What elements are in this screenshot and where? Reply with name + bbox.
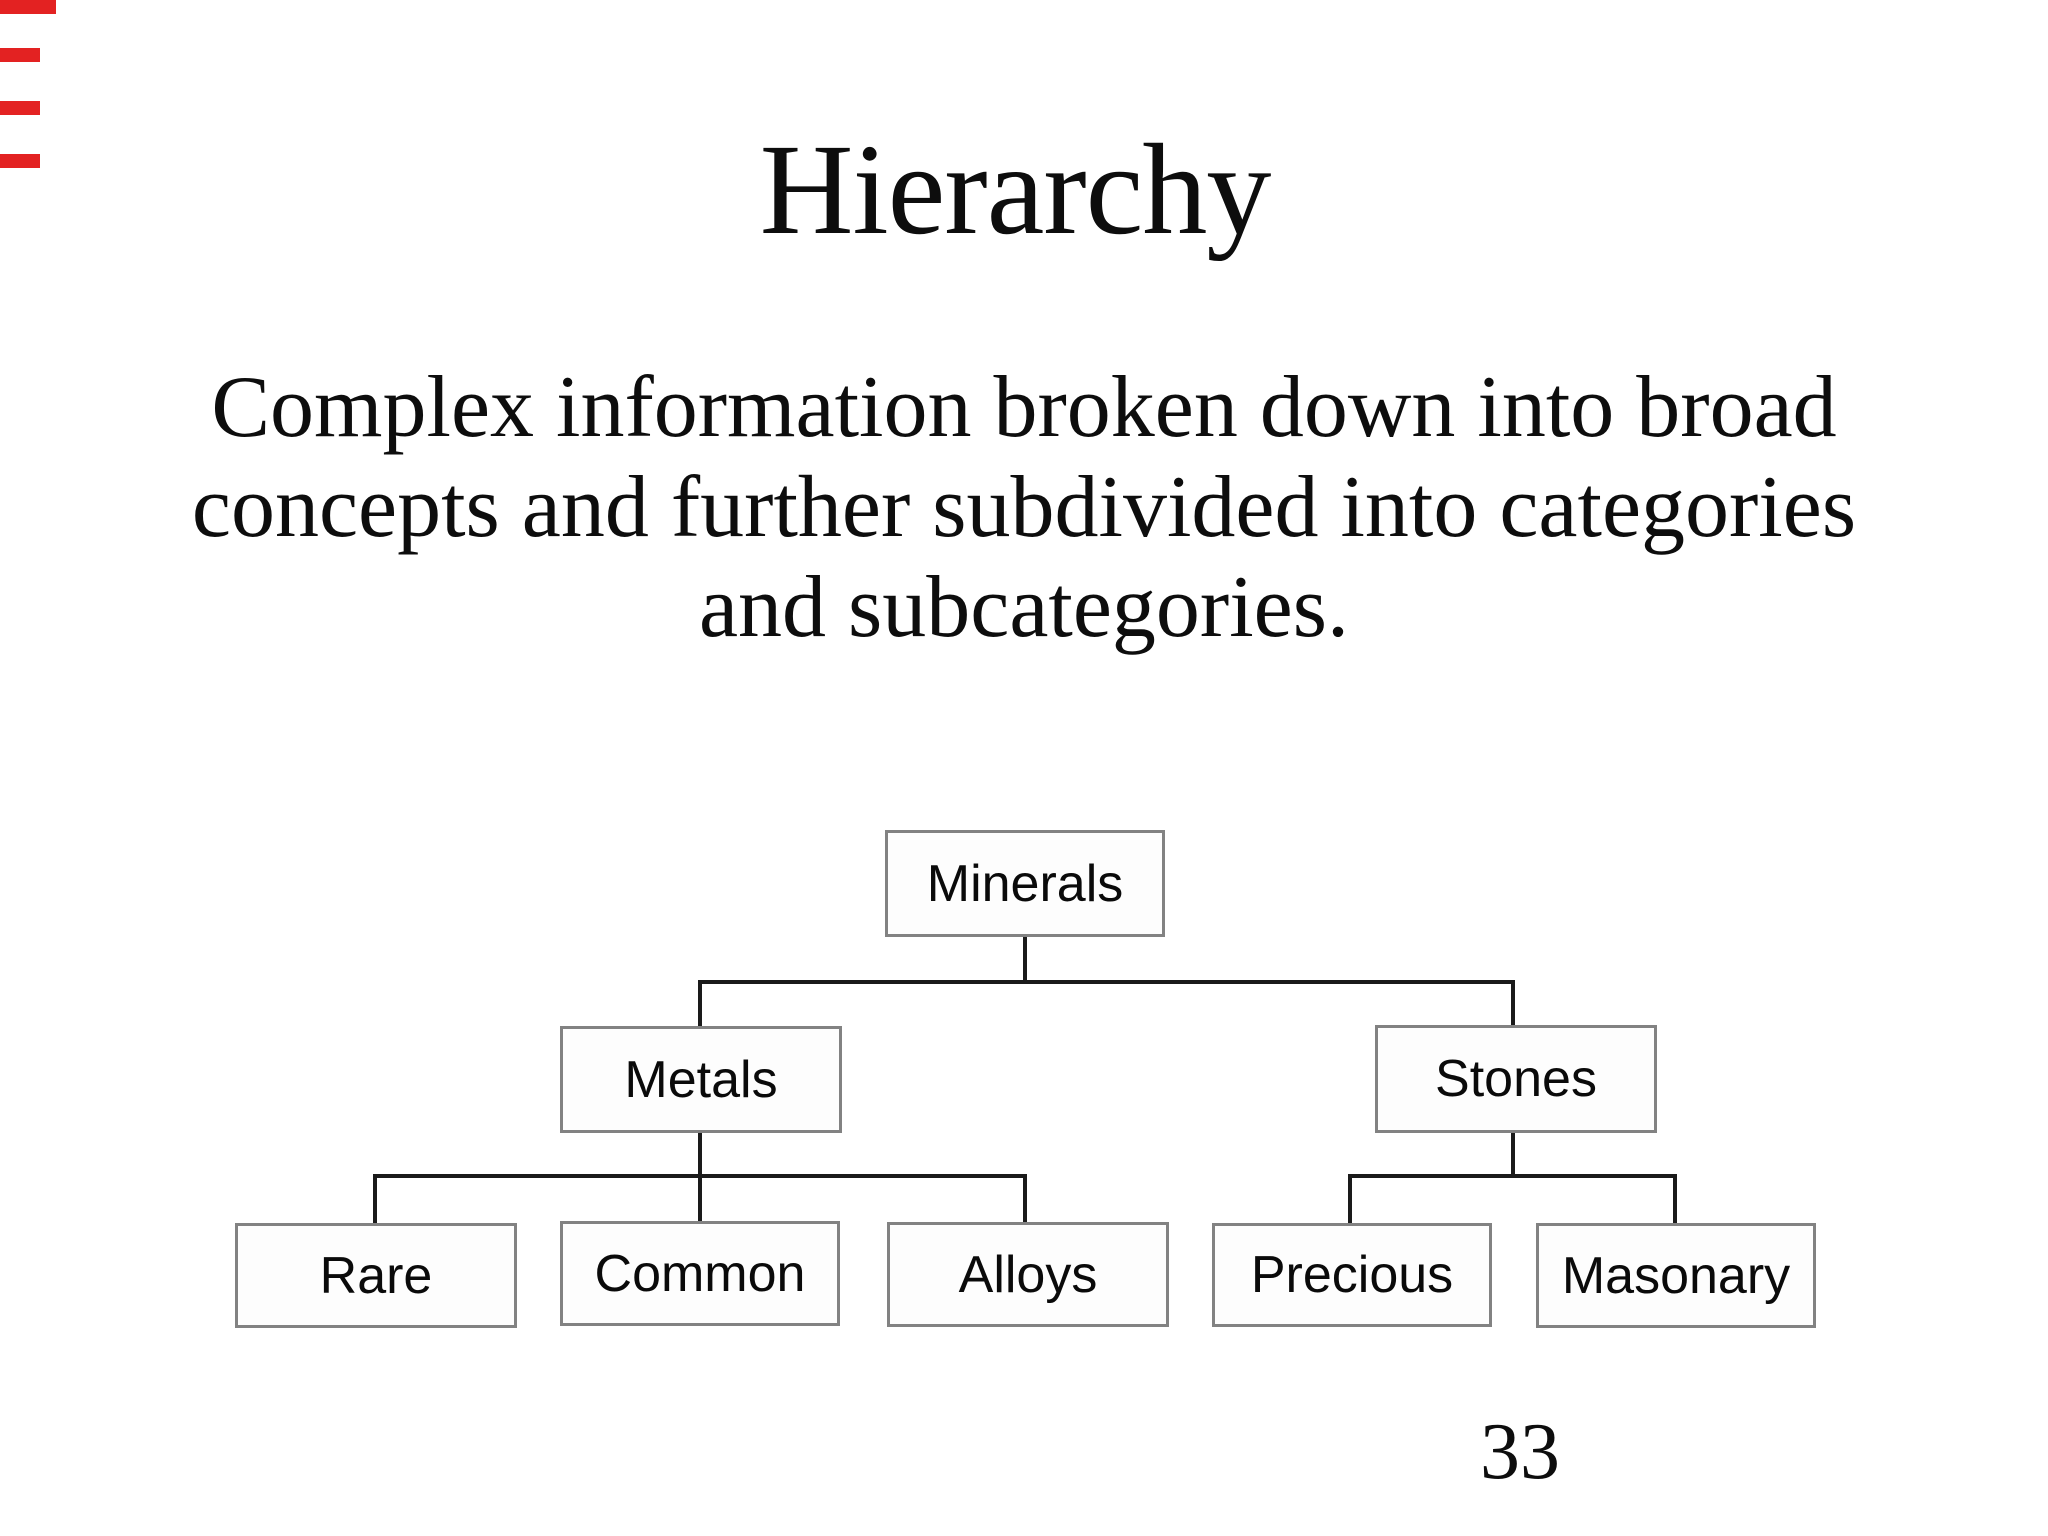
red-edge-artifact bbox=[0, 101, 40, 115]
connector-stones-horizontal bbox=[1348, 1174, 1677, 1178]
tree-node-common: Common bbox=[560, 1221, 840, 1326]
body-line: and subcategories. bbox=[699, 559, 1349, 656]
tree-node-label: Masonary bbox=[1561, 1246, 1791, 1305]
red-edge-artifact bbox=[0, 154, 40, 168]
connector-precious-up bbox=[1348, 1178, 1352, 1223]
connector-metals-down bbox=[698, 1133, 702, 1223]
tree-node-alloys: Alloys bbox=[887, 1222, 1169, 1327]
tree-node-label: Minerals bbox=[926, 854, 1124, 913]
tree-node-label: Common bbox=[594, 1244, 806, 1303]
connector-metals-up bbox=[698, 984, 702, 1026]
connector-top-horizontal bbox=[698, 980, 1515, 984]
connector-stones-down bbox=[1511, 1133, 1515, 1178]
tree-node-label: Metals bbox=[624, 1050, 778, 1109]
body-line: Complex information broken down into bro… bbox=[211, 359, 1837, 456]
tree-node-masonary: Masonary bbox=[1536, 1223, 1816, 1328]
red-edge-artifact bbox=[0, 0, 56, 14]
connector-metals-horizontal bbox=[373, 1174, 1027, 1178]
tree-node-minerals: Minerals bbox=[885, 830, 1165, 937]
tree-node-label: Precious bbox=[1250, 1246, 1454, 1304]
page-number: 33 bbox=[1480, 1408, 1560, 1496]
tree-node-rare: Rare bbox=[235, 1223, 517, 1328]
tree-node-metals: Metals bbox=[560, 1026, 842, 1133]
tree-node-label: Rare bbox=[319, 1246, 433, 1305]
body-line: concepts and further subdivided into cat… bbox=[191, 459, 1857, 556]
tree-node-label: Stones bbox=[1435, 1050, 1597, 1108]
connector-alloys-up bbox=[1023, 1178, 1027, 1222]
body-paragraph: Complex information broken down into bro… bbox=[0, 358, 2048, 658]
page-title: Hierarchy bbox=[759, 118, 1272, 262]
connector-minerals-down bbox=[1023, 937, 1027, 984]
connector-stones-up bbox=[1511, 984, 1515, 1025]
red-edge-artifact bbox=[0, 48, 40, 62]
connector-rare-up bbox=[373, 1178, 377, 1223]
connector-masonary-up bbox=[1673, 1178, 1677, 1223]
tree-node-precious: Precious bbox=[1212, 1223, 1492, 1327]
tree-node-stones: Stones bbox=[1375, 1025, 1657, 1133]
tree-node-label: Alloys bbox=[958, 1245, 1098, 1304]
